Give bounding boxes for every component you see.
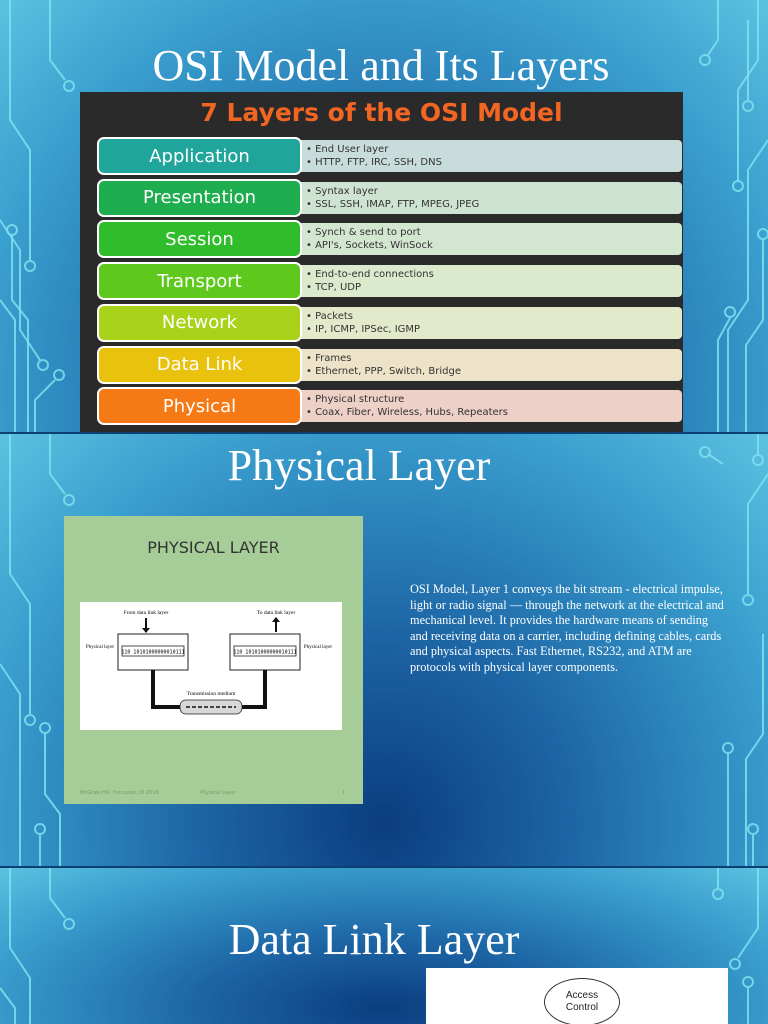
slide-title: OSI Model and Its Layers xyxy=(152,41,610,90)
osi-layer-row: FramesEthernet, PPP, Switch, BridgeData … xyxy=(97,345,682,384)
osi-layer-label: Presentation xyxy=(97,178,302,217)
osi-layer-label: Network xyxy=(97,303,302,342)
physical-layer-image: PHYSICAL LAYER From data link layer To d… xyxy=(64,516,363,804)
image-footer-mid: Physical Layer xyxy=(200,790,236,796)
osi-layer-label: Application xyxy=(97,137,302,175)
circuit-decoration-left xyxy=(0,0,75,432)
osi-layer-row: Synch & send to portAPI's, Sockets, WinS… xyxy=(97,220,682,259)
slide-physical-layer: Physical Layer PHYSICAL LAYER From data … xyxy=(0,434,768,866)
osi-layer-detail: Coax, Fiber, Wireless, Hubs, Repeaters xyxy=(314,406,682,419)
slide-data-link-layer: Data Link Layer Access Control xyxy=(0,868,768,1024)
slide-title: Data Link Layer xyxy=(228,915,520,964)
osi-layer-label: Transport xyxy=(97,262,302,301)
osi-layer-description: End User layerHTTP, FTP, IRC, SSH, DNS xyxy=(292,140,682,172)
right-layer-label: Physical layer xyxy=(304,645,333,650)
osi-layer-detail: SSL, SSH, IMAP, FTP, MPEG, JPEG xyxy=(314,198,682,211)
osi-layer-detail: Physical structure xyxy=(314,393,682,406)
circuit-decoration-left xyxy=(0,434,75,866)
circuit-decoration-right xyxy=(699,434,768,866)
osi-layer-description: Syntax layerSSL, SSH, IMAP, FTP, MPEG, J… xyxy=(292,181,682,214)
physical-layer-description: OSI Model, Layer 1 conveys the bit strea… xyxy=(410,582,724,674)
osi-layer-row: Physical structureCoax, Fiber, Wireless,… xyxy=(97,387,682,426)
diagram-drawing: From data link layer To data link layer … xyxy=(86,610,333,715)
osi-layer-detail: Synch & send to port xyxy=(314,226,682,239)
circuit-decoration-left xyxy=(0,868,75,1024)
slide-osi-model: OSI Model and Its Layers 7 Layers of the… xyxy=(0,0,768,432)
circuit-decoration-right xyxy=(712,868,759,1024)
osi-layer-description: PacketsIP, ICMP, IPSec, IGMP xyxy=(292,306,682,339)
access-control-node: Access Control xyxy=(544,978,620,1024)
medium-label: Transmission medium xyxy=(187,691,237,697)
osi-layer-description: End-to-end connectionsTCP, UDP xyxy=(292,265,682,298)
to-label: To data link layer xyxy=(257,610,296,616)
osi-layer-label: Session xyxy=(97,220,302,259)
osi-layer-detail: Frames xyxy=(314,352,682,365)
image-title: PHYSICAL LAYER xyxy=(147,538,280,557)
image-footer-right: 1 xyxy=(342,790,346,796)
osi-layer-detail: IP, ICMP, IPSec, IGMP xyxy=(314,323,682,336)
graphic-heading: 7 Layers of the OSI Model xyxy=(200,98,563,127)
osi-layer-detail: Packets xyxy=(314,310,682,323)
slide-title: Physical Layer xyxy=(227,441,491,490)
osi-layer-detail: HTTP, FTP, IRC, SSH, DNS xyxy=(314,156,682,169)
osi-layer-label: Physical xyxy=(97,387,302,426)
osi-layer-row: End User layerHTTP, FTP, IRC, SSH, DNSAp… xyxy=(97,137,682,175)
osi-layer-row: Syntax layerSSL, SSH, IMAP, FTP, MPEG, J… xyxy=(97,178,682,217)
osi-layer-detail: API's, Sockets, WinSock xyxy=(314,239,682,252)
bits-right: 110 10101000000010111 xyxy=(233,650,296,656)
circuit-decoration-right xyxy=(699,0,768,432)
osi-layer-detail: Syntax layer xyxy=(314,185,682,198)
osi-layer-description: Physical structureCoax, Fiber, Wireless,… xyxy=(292,390,682,423)
bits-left: 110 10101000000010111 xyxy=(121,650,184,656)
data-link-image: Access Control xyxy=(426,968,728,1024)
osi-layer-detail: TCP, UDP xyxy=(314,281,682,294)
osi-layer-description: FramesEthernet, PPP, Switch, Bridge xyxy=(292,348,682,381)
osi-layer-label: Data Link xyxy=(97,345,302,384)
osi-layer-detail: End User layer xyxy=(314,143,682,156)
from-label: From data link layer xyxy=(124,610,169,616)
osi-layer-detail: End-to-end connections xyxy=(314,268,682,281)
image-footer-left: McGraw-Hill, Forouzan, ID 2016 xyxy=(80,790,159,796)
left-layer-label: Physical layer xyxy=(86,645,115,650)
osi-layer-detail: Ethernet, PPP, Switch, Bridge xyxy=(314,365,682,378)
physical-layer-diagram: From data link layer To data link layer … xyxy=(80,602,342,730)
osi-layers-graphic: 7 Layers of the OSI Model End User layer… xyxy=(80,92,683,432)
osi-layer-description: Synch & send to portAPI's, Sockets, WinS… xyxy=(292,223,682,256)
